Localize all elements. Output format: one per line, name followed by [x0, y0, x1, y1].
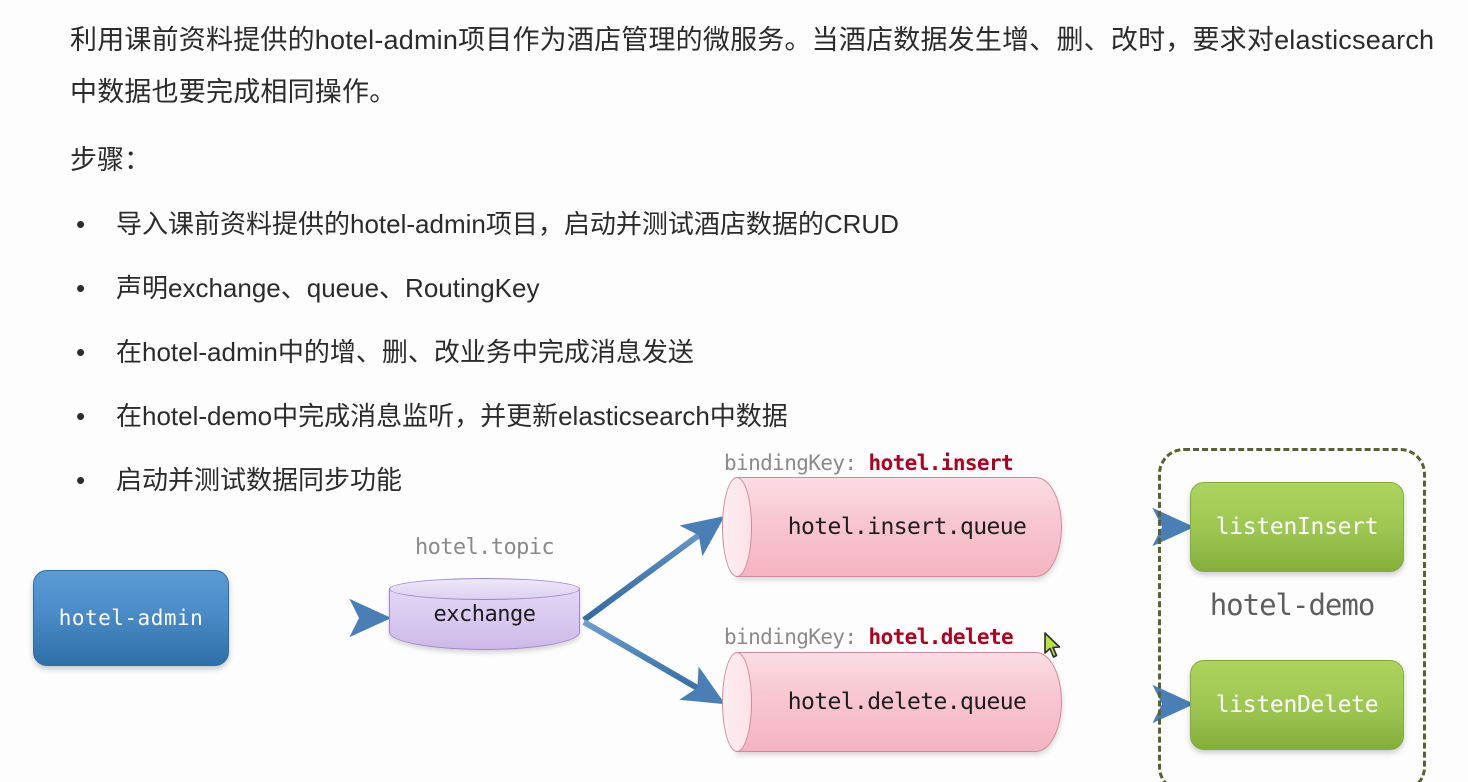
bullet-icon: •: [76, 401, 86, 431]
list-item: • 在hotel-admin中的增、删、改业务中完成消息发送: [70, 320, 1460, 384]
node-queue-delete[interactable]: hotel.delete.queue: [722, 652, 1062, 752]
steps-label: 步骤：: [70, 145, 151, 175]
node-listen-insert-label: listenInsert: [1215, 514, 1379, 540]
list-item-label: 在hotel-demo中完成消息监听，并更新elasticsearch中数据: [116, 401, 788, 431]
consumer-group-label: hotel-demo: [1209, 588, 1376, 622]
binding-key-insert: bindingKey: hotel.insert: [724, 451, 1014, 475]
bullet-icon: •: [76, 337, 86, 367]
exchange-caption: hotel.topic: [414, 535, 555, 560]
arrow-exchange-to-delete-queue: [582, 619, 726, 705]
queue-cylinder-body: [736, 477, 1062, 577]
list-item: • 在hotel-demo中完成消息监听，并更新elasticsearch中数据: [70, 384, 1460, 448]
node-listen-insert[interactable]: listenInsert: [1190, 482, 1404, 572]
bullet-icon: •: [76, 273, 86, 303]
list-item-label: 导入课前资料提供的hotel-admin项目，启动并测试酒店数据的CRUD: [116, 209, 899, 239]
intro-paragraph: 利用课前资料提供的hotel-admin项目作为酒店管理的微服务。当酒店数据发生…: [70, 25, 1435, 107]
node-hotel-admin[interactable]: hotel-admin: [33, 570, 229, 666]
node-queue-insert-label: hotel.insert.queue: [787, 514, 1027, 540]
list-item-label: 启动并测试数据同步功能: [116, 465, 403, 495]
node-queue-insert[interactable]: hotel.insert.queue: [722, 477, 1062, 577]
node-exchange-label: exchange: [433, 602, 536, 627]
list-item: • 声明exchange、queue、RoutingKey: [70, 256, 1460, 320]
binding-key-value: hotel.insert: [868, 451, 1014, 475]
arrow-exchange-to-insert-queue: [582, 516, 725, 623]
node-listen-delete[interactable]: listenDelete: [1190, 660, 1404, 750]
instruction-text-block: 利用课前资料提供的hotel-admin项目作为酒店管理的微服务。当酒店数据发生…: [70, 14, 1460, 512]
bullet-icon: •: [76, 209, 86, 239]
list-item: • 导入课前资料提供的hotel-admin项目，启动并测试酒店数据的CRUD: [70, 192, 1460, 256]
binding-key-value: hotel.delete: [868, 625, 1014, 649]
queue-cylinder-body: [736, 652, 1062, 752]
consumer-group-container: [1158, 448, 1426, 782]
list-item-label: 声明exchange、queue、RoutingKey: [116, 273, 540, 303]
node-queue-delete-label: hotel.delete.queue: [787, 689, 1027, 715]
exchange-cylinder-top: [389, 578, 580, 600]
mouse-cursor-icon: [1044, 632, 1061, 658]
queue-cylinder-cap: [722, 477, 752, 577]
list-item-label: 在hotel-admin中的增、删、改业务中完成消息发送: [116, 337, 694, 367]
steps-list: • 导入课前资料提供的hotel-admin项目，启动并测试酒店数据的CRUD …: [70, 192, 1460, 512]
binding-key-prefix: bindingKey:: [724, 451, 869, 475]
list-item: • 启动并测试数据同步功能: [70, 448, 1460, 512]
node-hotel-admin-label: hotel-admin: [58, 606, 204, 630]
node-listen-delete-label: listenDelete: [1215, 692, 1379, 718]
binding-key-delete: bindingKey: hotel.delete: [724, 625, 1014, 649]
queue-cylinder-cap: [722, 652, 752, 752]
bullet-icon: •: [76, 465, 86, 495]
binding-key-prefix: bindingKey:: [724, 625, 869, 649]
node-exchange[interactable]: exchange: [389, 578, 580, 658]
